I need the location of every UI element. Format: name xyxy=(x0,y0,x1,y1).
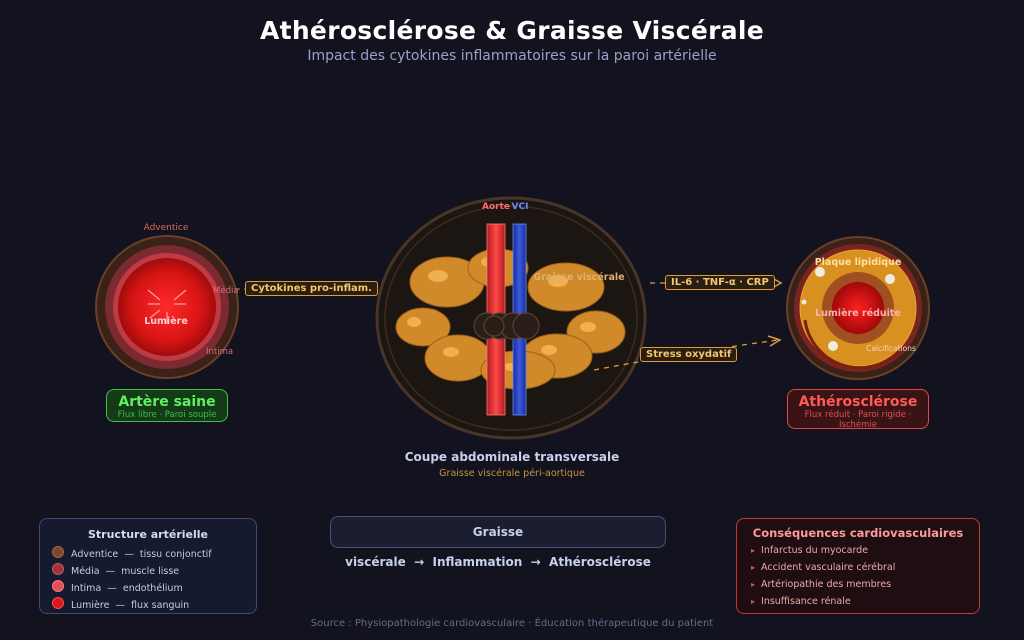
page-subtitle: Impact des cytokines inflammatoires sur … xyxy=(307,48,717,64)
calcifications-label: Calcifications xyxy=(866,344,916,353)
vertebra-cluster xyxy=(473,312,540,340)
connector-right-bottom xyxy=(593,339,779,371)
consequence-text: Infarctus du myocarde xyxy=(761,545,869,556)
bullet-icon: ▸ xyxy=(751,580,756,589)
consequence-item: ▸ Insuffisance rénale xyxy=(751,596,851,607)
healthy-box-sub: Flux libre · Paroi souple xyxy=(117,410,217,420)
legend-dot-media xyxy=(52,563,64,575)
plaque-rim xyxy=(803,319,902,370)
vci-label: VCI xyxy=(512,202,529,212)
legend-item: Lumière — flux sanguin xyxy=(52,597,189,611)
athero-box-title: Athérosclérose xyxy=(798,394,918,410)
flow-arrow: → xyxy=(530,555,541,569)
aorta-label: Aorte xyxy=(482,202,510,212)
healthy-artery xyxy=(95,235,239,379)
legend-name: Intima xyxy=(71,583,102,594)
legend-desc: tissu conjonctif xyxy=(139,549,212,560)
consequence-item: ▸ Accident vasculaire cérébral xyxy=(751,562,895,573)
flow-summary: Graisse viscérale → Inflammation → Athér… xyxy=(330,516,666,569)
athero-lumen-label: Lumière réduite xyxy=(815,308,901,319)
source-footer: Source : Physiopathologie cardiovasculai… xyxy=(310,618,714,629)
fat-label: Graisse viscérale xyxy=(533,272,624,283)
flow-step-inflammation: Inflammation xyxy=(432,555,523,569)
reduced-lumen xyxy=(832,282,884,334)
legend-desc: flux sanguin xyxy=(131,600,190,611)
consequence-text: Artériopathie des membres xyxy=(761,579,892,590)
abdominal-section xyxy=(375,196,647,440)
consequence-item: ▸ Artériopathie des membres xyxy=(751,579,891,590)
consequence-item: ▸ Infarctus du myocarde xyxy=(751,545,868,556)
consequence-text: Accident vasculaire cérébral xyxy=(761,562,896,573)
healthy-lumen xyxy=(118,258,216,356)
legend-dot-lumen xyxy=(52,597,64,609)
consequences-title: Conséquences cardiovasculaires xyxy=(752,526,964,540)
media-label: Média xyxy=(213,285,239,296)
calcification-dots xyxy=(801,267,895,351)
athero-box-sub: Flux réduit · Paroi rigide · Ischémie xyxy=(804,410,912,430)
cytokines-tag: Cytokines pro-inflam. xyxy=(245,281,378,296)
legend-panel: Structure artérielle Adventice — tissu c… xyxy=(39,518,257,614)
flow-arrows xyxy=(147,289,187,324)
consequences-panel: Conséquences cardiovasculaires ▸ Infarctu… xyxy=(736,518,980,614)
bullet-icon: ▸ xyxy=(751,563,756,572)
healthy-box-title: Artère saine xyxy=(118,394,216,410)
section-title: Coupe abdominale transversale xyxy=(404,450,620,464)
legend-item: Adventice — tissu conjonctif xyxy=(52,546,212,560)
legend-name: Adventice xyxy=(71,549,119,560)
flow-arrow: → xyxy=(414,555,425,569)
bullet-icon: ▸ xyxy=(751,597,756,606)
connector-right-bottom-arrowhead xyxy=(767,335,782,347)
connector-right-top-arrowhead xyxy=(771,277,783,289)
fat-highlights xyxy=(407,257,596,371)
healthy-status-box: Artère saine Flux libre · Paroi souple xyxy=(106,389,228,422)
section-subtitle: Graisse viscérale péri-aortique xyxy=(439,468,585,479)
legend-dot-intima xyxy=(52,580,64,592)
athero-artery xyxy=(786,236,930,380)
legend-dot-adventice xyxy=(52,546,64,558)
legend-item: Média — muscle lisse xyxy=(52,563,179,577)
adventice-label: Adventice xyxy=(144,223,189,233)
legend-desc: endothélium xyxy=(122,583,183,594)
markers-tag: IL-6 · TNF-α · CRP xyxy=(665,275,775,290)
legend-name: Lumière xyxy=(71,600,110,611)
plaque-label: Plaque lipidique xyxy=(815,257,902,268)
intima-label: Intima xyxy=(206,347,233,357)
legend-title: Structure artérielle xyxy=(88,528,208,541)
page-title: Athérosclérose & Graisse Viscérale xyxy=(259,16,765,45)
flow-step-fat: Graisse viscérale xyxy=(345,525,524,569)
legend-item: Intima — endothélium xyxy=(52,580,183,594)
consequence-text: Insuffisance rénale xyxy=(761,596,851,607)
flow-step-athero: Athérosclérose xyxy=(549,555,651,569)
legend-name: Média xyxy=(71,566,100,577)
stress-tag: Stress oxydatif xyxy=(640,347,738,362)
healthy-lumen-label: Lumière xyxy=(144,316,188,327)
athero-status-box: Athérosclérose Flux réduit · Paroi rigid… xyxy=(787,389,929,430)
legend-desc: muscle lisse xyxy=(121,566,180,577)
bullet-icon: ▸ xyxy=(751,546,756,555)
